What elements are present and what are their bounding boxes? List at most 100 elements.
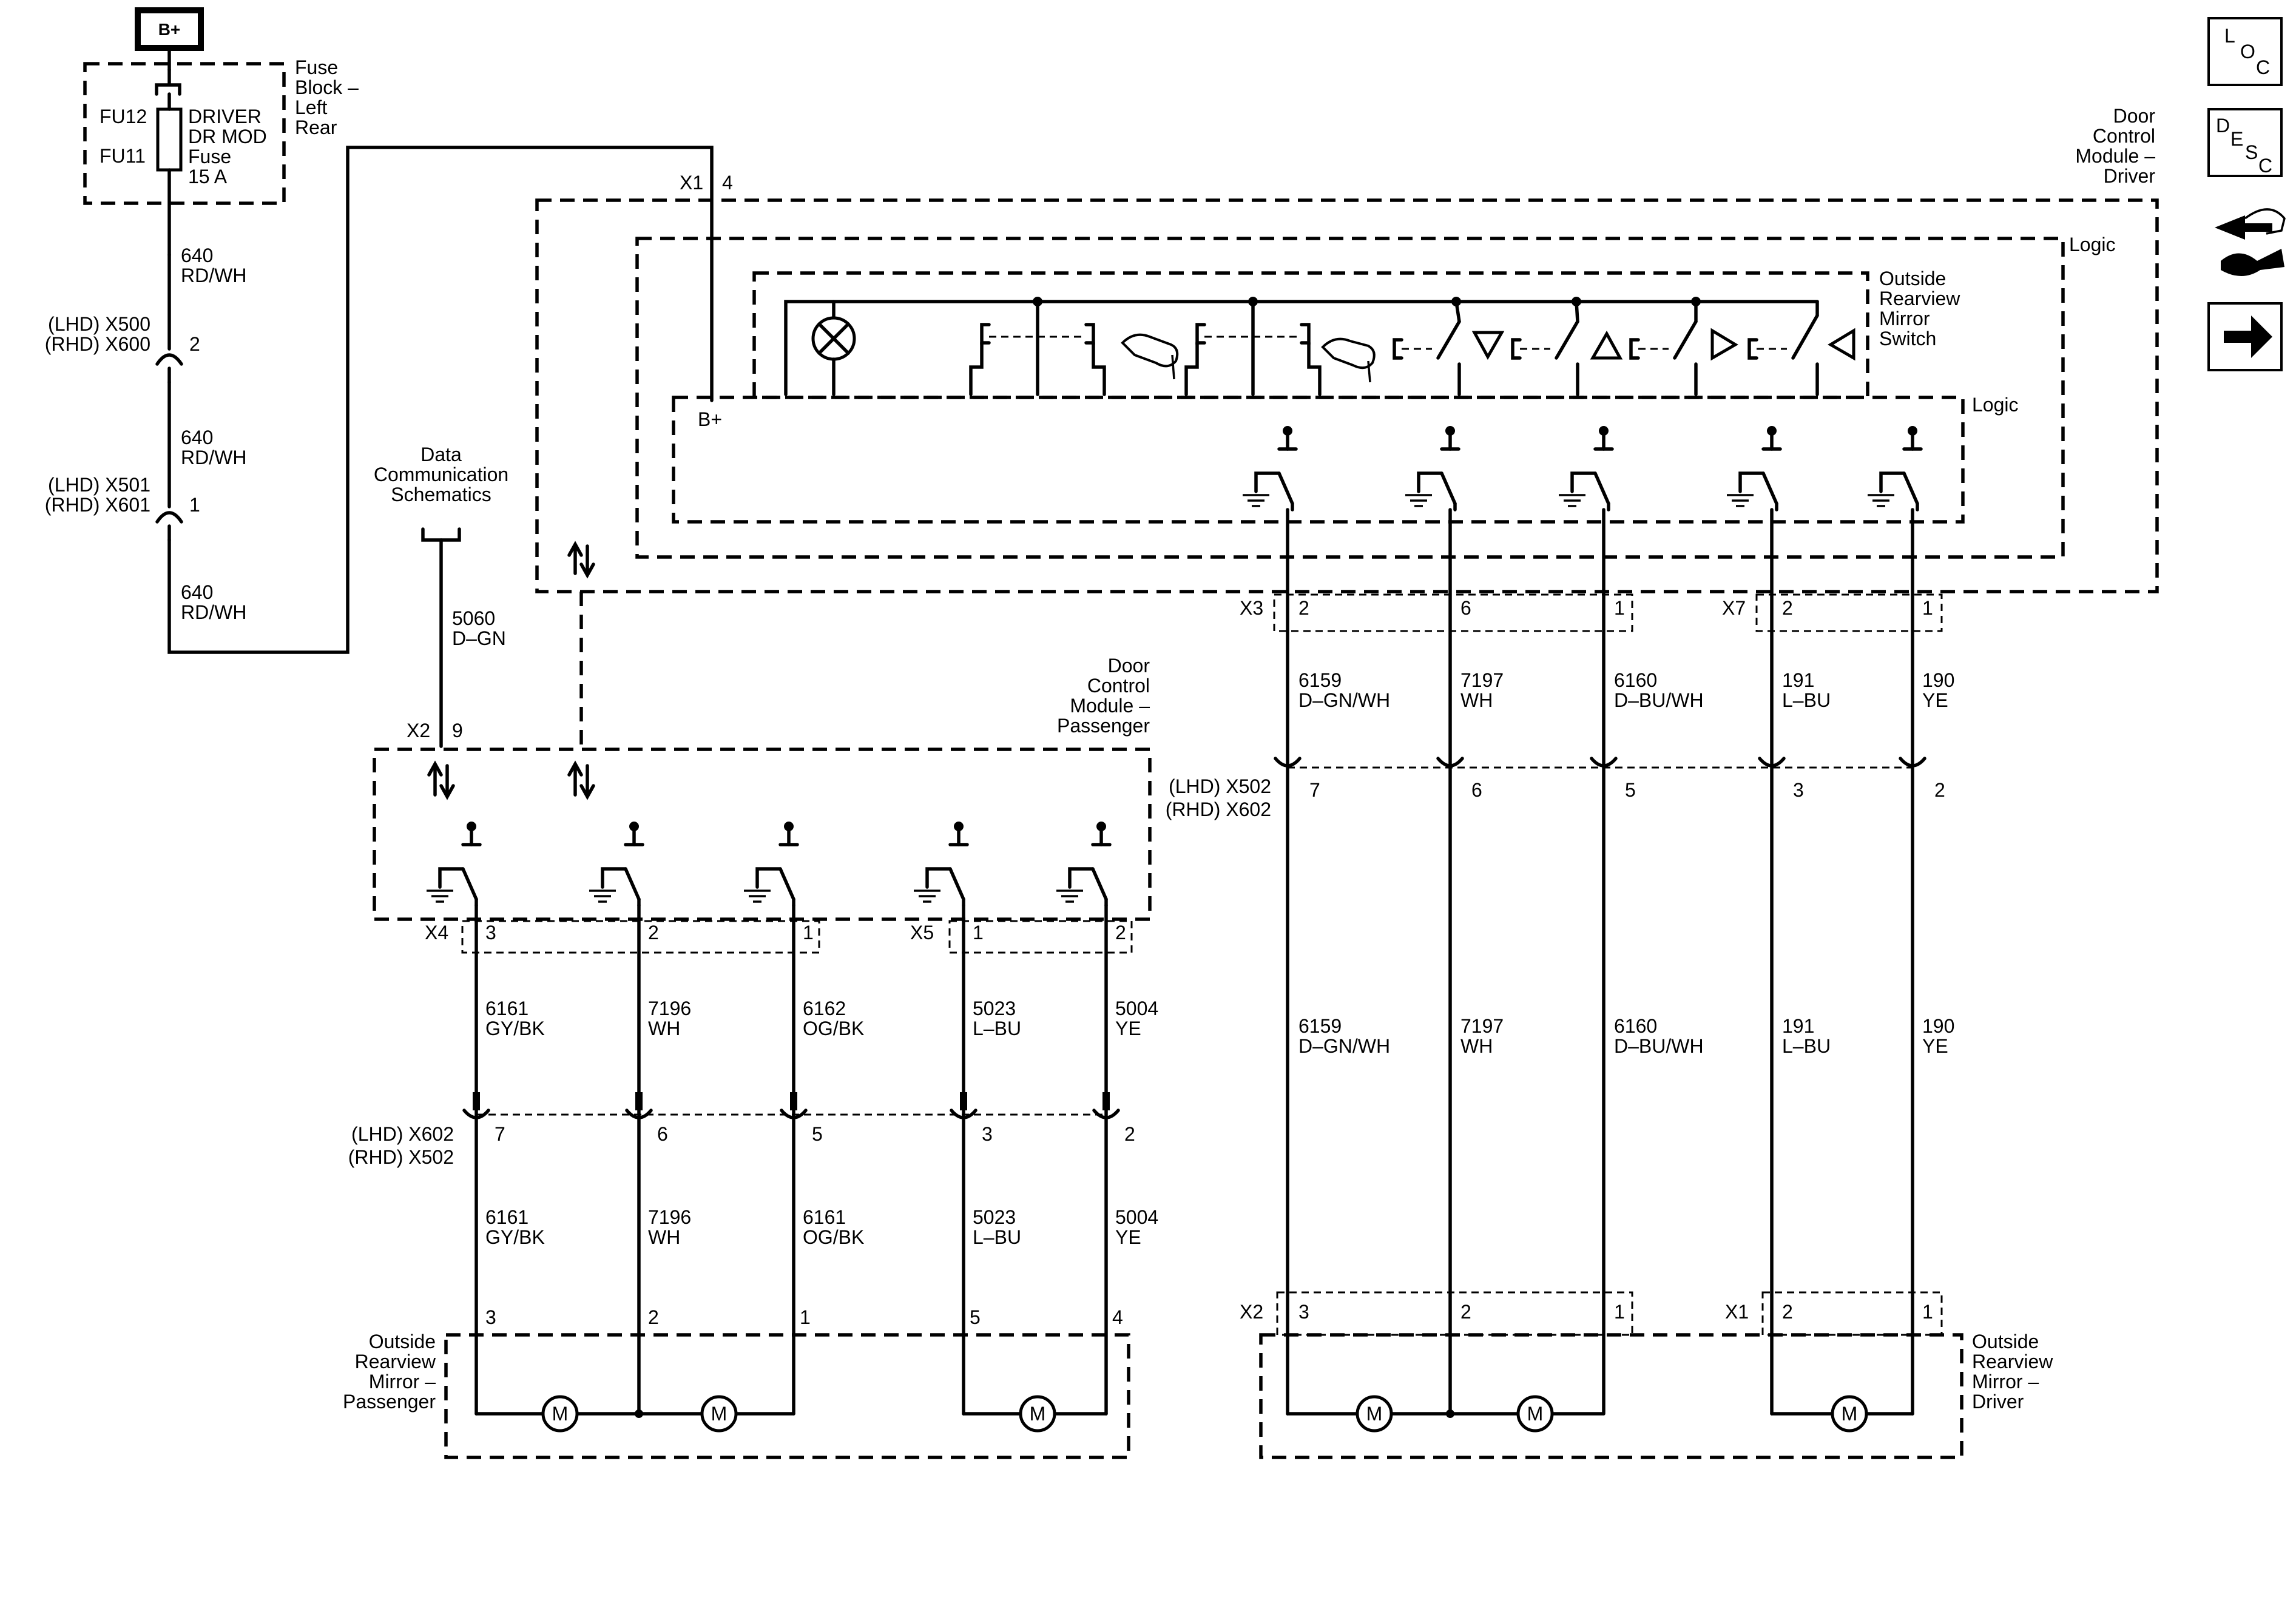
svg-text:Block –: Block – <box>295 76 359 98</box>
driver-inline-rhd-label: (RHD) X602 <box>1166 798 1271 820</box>
passenger-inline-lhd-label: (LHD) X602 <box>351 1123 454 1145</box>
svg-text:7: 7 <box>1309 779 1320 801</box>
svg-text:7196: 7196 <box>648 1206 691 1228</box>
svg-text:WH: WH <box>648 1018 680 1039</box>
svg-text:6160: 6160 <box>1614 669 1657 691</box>
svg-text:6161: 6161 <box>803 1206 846 1228</box>
description-button[interactable]: D E S C <box>2207 108 2283 177</box>
svg-text:1: 1 <box>803 922 814 944</box>
fu12-label: FU12 <box>100 106 147 127</box>
svg-text:Fuse: Fuse <box>188 146 231 167</box>
wire-5060-color: D–GN <box>452 627 506 649</box>
svg-text:2: 2 <box>1115 922 1126 944</box>
dcm-driver-title: Door Control Module – Driver <box>2075 105 2155 187</box>
fuse-name: DRIVER DR MOD Fuse 15 A <box>188 106 267 187</box>
mirror-driver-title: Outside Rearview Mirror – Driver <box>1972 1331 2053 1413</box>
svg-text:Module –: Module – <box>1070 695 1150 717</box>
svg-text:6: 6 <box>1460 597 1471 619</box>
svg-text:DR MOD: DR MOD <box>188 126 267 147</box>
svg-text:3: 3 <box>485 1306 496 1328</box>
next-arrow-button[interactable] <box>2207 302 2283 371</box>
x5-label: X5 <box>910 922 934 944</box>
svg-text:2: 2 <box>1782 1301 1793 1323</box>
svg-text:Outside: Outside <box>1972 1331 2039 1352</box>
svg-text:YE: YE <box>1922 689 1948 711</box>
svg-text:1: 1 <box>973 922 984 944</box>
driver-wires-upper-labels: 6159 D–GN/WH 7197 WH 6160 D–BU/WH 191 L–… <box>1298 669 1954 711</box>
svg-text:5004: 5004 <box>1115 998 1158 1019</box>
driver-mirror-x2-outline <box>1276 1291 1633 1336</box>
svg-text:Mirror –: Mirror – <box>369 1371 436 1393</box>
connector-tool-icon[interactable] <box>2215 208 2286 276</box>
svg-text:L–BU: L–BU <box>1782 1035 1831 1057</box>
svg-text:L–BU: L–BU <box>973 1226 1021 1248</box>
svg-text:Rearview: Rearview <box>1879 288 1960 309</box>
logic-inner-label: Logic <box>1972 394 2019 416</box>
x4-connector-outline <box>461 920 820 954</box>
x5-connector-outline <box>948 920 1133 954</box>
svg-text:D–GN/WH: D–GN/WH <box>1298 1035 1390 1057</box>
svg-text:Schematics: Schematics <box>391 484 491 505</box>
svg-text:L–BU: L–BU <box>1782 689 1831 711</box>
mirror-right-switch <box>1629 297 1738 396</box>
svg-text:6160: 6160 <box>1614 1015 1657 1037</box>
passenger-inline-pins: 7 6 5 3 2 <box>495 1123 1135 1145</box>
svg-text:Left: Left <box>295 96 327 118</box>
svg-text:Driver: Driver <box>2104 165 2156 187</box>
passenger-inline-plugs <box>473 1092 1110 1110</box>
svg-text:1: 1 <box>800 1306 811 1328</box>
fuse-block-title: Fuse Block – Left Rear <box>295 56 359 138</box>
left-triangle-icon <box>1828 328 1855 361</box>
down-arrow-icon <box>1471 331 1505 360</box>
data-arrows-passenger-2 <box>567 760 595 800</box>
passenger-motor-1-label: M <box>552 1403 569 1425</box>
mirror-up-switch <box>1511 297 1623 396</box>
passenger-inline-rhd-label: (RHD) X502 <box>348 1146 454 1168</box>
x3-connector-outline <box>1273 593 1633 632</box>
svg-text:191: 191 <box>1782 669 1814 691</box>
svg-text:OG/BK: OG/BK <box>803 1018 864 1039</box>
svg-text:7196: 7196 <box>648 998 691 1019</box>
svg-text:Door: Door <box>1108 655 1150 677</box>
x1-connector-label: X1 <box>680 172 703 194</box>
right-triangle-icon <box>1710 328 1738 361</box>
svg-text:Door: Door <box>2113 105 2156 127</box>
svg-text:GY/BK: GY/BK <box>485 1018 545 1039</box>
fuse-element <box>156 107 183 172</box>
svg-text:6159: 6159 <box>1298 669 1342 691</box>
svg-text:2: 2 <box>1124 1123 1135 1145</box>
passenger-wires-lower-labels: 6161 GY/BK 7196 WH 6161 OG/BK 5023 L–BU … <box>485 1206 1158 1248</box>
svg-text:190: 190 <box>1922 1015 1954 1037</box>
mirror-driver-outline <box>1259 1333 1963 1459</box>
svg-text:2: 2 <box>648 1306 659 1328</box>
svg-text:5023: 5023 <box>973 998 1016 1019</box>
logic-inner-outline <box>672 396 1965 524</box>
conn-x500-label: (LHD) X500 <box>48 313 150 335</box>
svg-text:190: 190 <box>1922 669 1954 691</box>
conn-x501-label: (LHD) X501 <box>48 474 150 496</box>
location-button[interactable]: L O C <box>2207 17 2283 86</box>
svg-text:D–GN/WH: D–GN/WH <box>1298 689 1390 711</box>
svg-text:15 A: 15 A <box>188 166 228 187</box>
wire-5060-number: 5060 <box>452 607 495 629</box>
svg-text:Switch: Switch <box>1879 328 1936 349</box>
desc-letter-s: S <box>2245 141 2258 163</box>
svg-text:D–BU/WH: D–BU/WH <box>1614 1035 1704 1057</box>
passenger-mirror-pins: 3 2 1 5 4 <box>485 1306 1123 1328</box>
svg-text:WH: WH <box>1460 1035 1493 1057</box>
wire3-number: 640 <box>181 581 213 603</box>
svg-text:6: 6 <box>1471 779 1482 801</box>
driver-wires <box>1286 508 1914 1416</box>
left-mirror-icon <box>1121 333 1179 380</box>
x7-connector-outline <box>1755 593 1943 632</box>
svg-text:6161: 6161 <box>485 998 528 1019</box>
driver-mirror-pins: 3 2 1 2 1 <box>1298 1301 1933 1323</box>
fuse-block-outline <box>83 62 286 205</box>
mirror-switch-outline <box>752 271 1869 399</box>
driver-wires-lower-labels: 6159 D–GN/WH 7197 WH 6160 D–BU/WH 191 L–… <box>1298 1015 1954 1057</box>
conn1-pin: 2 <box>189 333 200 355</box>
svg-text:Rear: Rear <box>295 116 337 138</box>
svg-text:OG/BK: OG/BK <box>803 1226 864 1248</box>
passenger-wires <box>474 903 1108 1416</box>
desc-letter-e: E <box>2230 128 2243 150</box>
